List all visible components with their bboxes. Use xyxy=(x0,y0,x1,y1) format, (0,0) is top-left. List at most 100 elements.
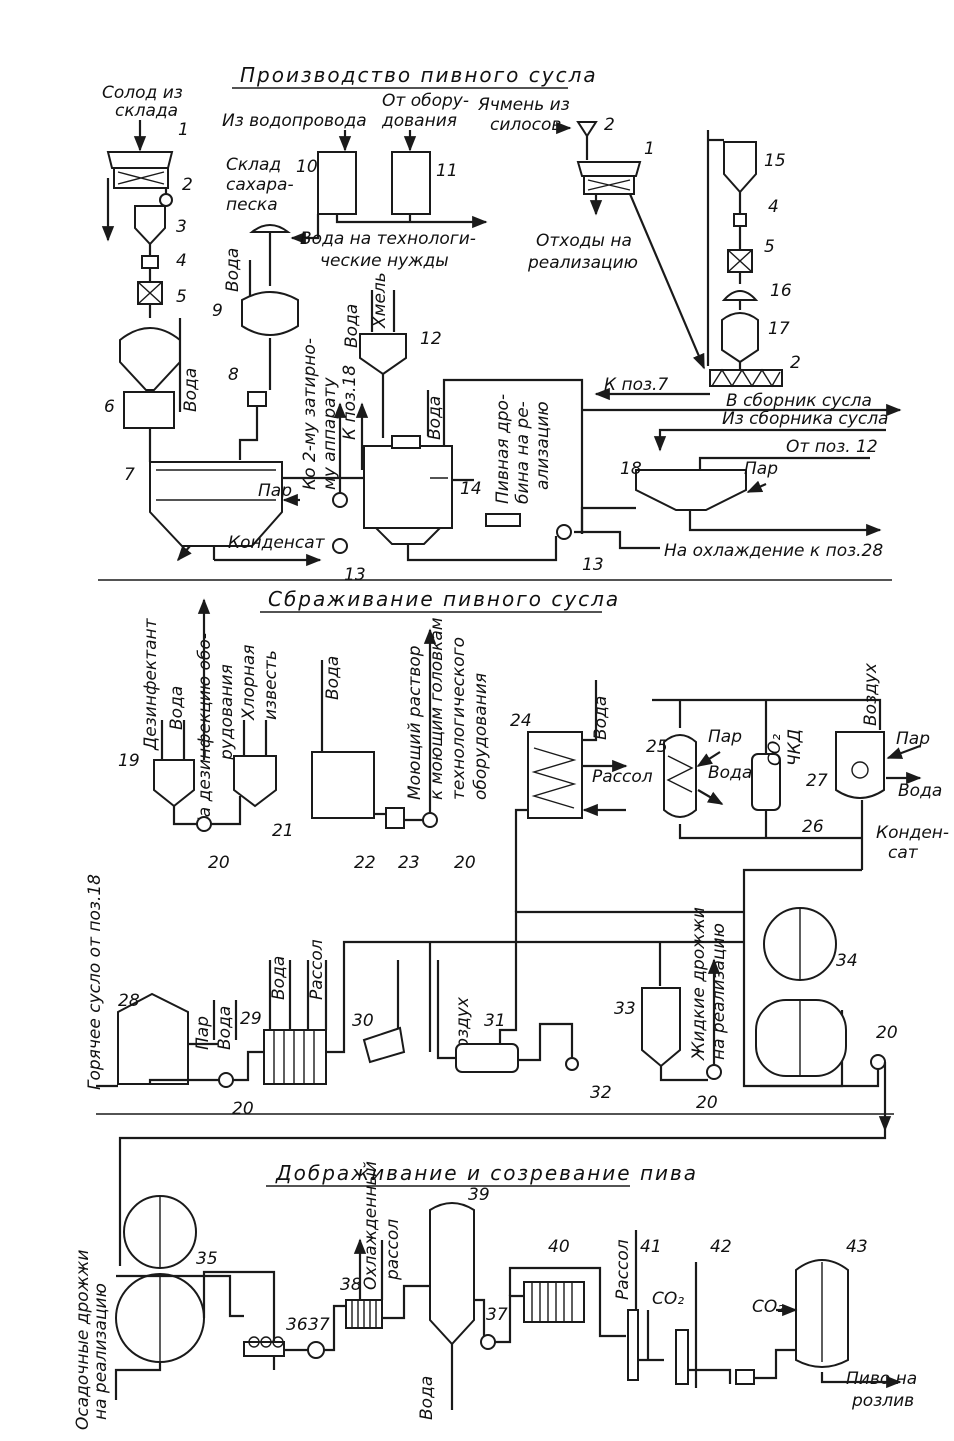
equipment-22-wash-tank xyxy=(311,751,375,819)
label-brine-29: Рассол xyxy=(307,939,327,1000)
number-15: 15 xyxy=(764,151,786,171)
equipment-7-mash-tun xyxy=(149,461,283,547)
label-to-pos-7: К поз.7 xyxy=(604,375,668,395)
number-31: 31 xyxy=(484,1011,506,1031)
equipment-1-crusher xyxy=(106,151,174,189)
label-washing-solution-4: оборудования xyxy=(471,673,491,800)
number-23: 23 xyxy=(398,853,420,873)
label-condensate-27-1: Конден- xyxy=(876,823,949,843)
section-maturation: Дображивание и созревание пива 35 Осадоч… xyxy=(73,1130,917,1430)
label-water-6: Вода xyxy=(181,368,201,412)
number-2-right: 2 xyxy=(604,115,615,135)
number-37-right: 37 xyxy=(486,1305,508,1325)
number-43: 43 xyxy=(846,1237,868,1257)
equipment-32-pump xyxy=(565,1057,579,1071)
label-steam-18: Пар xyxy=(744,459,778,479)
label-water-28: Вода xyxy=(215,1006,235,1050)
section-title-maturation: Дображивание и созревание пива xyxy=(275,1161,698,1185)
number-18: 18 xyxy=(620,459,642,479)
number-12: 12 xyxy=(420,329,442,349)
label-co2-41: СО₂ xyxy=(652,1289,684,1309)
equipment-1-crusher-right xyxy=(576,161,642,195)
number-33: 33 xyxy=(614,999,636,1019)
label-water-25: Вода xyxy=(708,763,752,783)
number-20-wash: 20 xyxy=(454,853,476,873)
equipment-grain-conveyor xyxy=(485,513,521,527)
section-fermentation: Сбраживание пивного сусла Дезинфектант В… xyxy=(85,587,949,1132)
number-14: 14 xyxy=(460,479,482,499)
number-1: 1 xyxy=(178,120,189,140)
label-steam-28: Пар xyxy=(193,1016,213,1050)
equipment-20-pump-33 xyxy=(706,1064,722,1080)
label-to-second-mash-2: му аппарату xyxy=(320,377,340,490)
equipment-19-disinfectant-tank xyxy=(153,759,195,808)
number-35: 35 xyxy=(196,1249,218,1269)
number-7: 7 xyxy=(124,465,135,485)
label-air-27: Воздух xyxy=(861,662,881,726)
equipment-2-separator xyxy=(159,193,173,207)
number-42: 42 xyxy=(710,1237,732,1257)
label-beer-bottling-1: Пиво на xyxy=(846,1369,917,1389)
number-40: 40 xyxy=(548,1237,570,1257)
label-hot-wort: Горячее сусло от поз.18 xyxy=(85,874,105,1090)
equipment-27-propagator xyxy=(835,731,885,799)
equipment-13-pump-left-lower xyxy=(332,538,348,554)
number-27: 27 xyxy=(806,771,828,791)
equipment-20-pump-34 xyxy=(870,1054,886,1070)
number-17: 17 xyxy=(768,319,790,339)
number-28: 28 xyxy=(118,991,140,1011)
label-steam-27: Пар xyxy=(896,729,930,749)
equipment-2-separator-right xyxy=(576,121,598,138)
equipment-20-pump-28 xyxy=(218,1072,234,1088)
label-bleach-2: известь xyxy=(261,650,281,720)
equipment-25-heat-exchanger xyxy=(663,734,697,818)
label-barley-from-silos-2: силосов xyxy=(490,115,561,135)
equipment-pump-42 xyxy=(735,1369,755,1385)
label-co2-43: СО₂ xyxy=(752,1297,784,1317)
equipment-41-carbonator xyxy=(627,1309,639,1381)
number-3: 3 xyxy=(176,217,187,237)
equipment-13-pump-right xyxy=(556,524,572,540)
number-13-left: 13 xyxy=(344,565,366,585)
equipment-30-separator xyxy=(362,1026,406,1064)
label-to-wort-collector: В сборник сусла xyxy=(726,391,872,411)
label-condensate-27-2: сат xyxy=(888,843,919,863)
number-34: 34 xyxy=(836,951,858,971)
number-38: 38 xyxy=(340,1275,362,1295)
label-spent-grain-3: ализацию xyxy=(533,401,553,490)
number-19: 19 xyxy=(118,751,140,771)
label-sugar-store-2: сахара- xyxy=(226,175,294,195)
equipment-24-water-cooler xyxy=(527,731,583,819)
label-process-water-2: ческие нужды xyxy=(320,251,449,271)
label-brine-41: Рассол xyxy=(613,1239,633,1300)
section-wort-production: Производство пивного сусла Солод из скла… xyxy=(98,63,902,585)
equipment-14-wort-kettle xyxy=(363,435,453,545)
number-21: 21 xyxy=(272,821,294,841)
label-water-27: Вода xyxy=(898,781,942,801)
number-20-34: 20 xyxy=(876,1023,898,1043)
label-sugar-store-1: Склад xyxy=(226,155,281,175)
label-liquid-yeast-1: Жидкие дрожжи xyxy=(689,907,709,1061)
label-water-14: Вода xyxy=(425,396,445,440)
number-24: 24 xyxy=(510,711,532,731)
label-sediment-yeast-1: Осадочные дрожжи xyxy=(73,1250,93,1430)
section-title-wort: Производство пивного сусла xyxy=(240,63,598,87)
equipment-13-pump-left xyxy=(332,492,348,508)
number-11: 11 xyxy=(436,161,458,181)
label-bleach-1: Хлорная xyxy=(239,645,259,721)
number-25: 25 xyxy=(646,737,668,757)
equipment-16-mill xyxy=(721,290,759,301)
label-washing-solution-3: технологического xyxy=(449,637,469,800)
number-32: 32 xyxy=(590,1083,612,1103)
label-water-22: Вода xyxy=(323,656,343,700)
equipment-37-pump-left xyxy=(307,1341,325,1359)
label-water-29: Вода xyxy=(269,956,289,1000)
equipment-4-scale xyxy=(141,255,159,269)
number-36: 36 xyxy=(286,1315,308,1335)
number-4: 4 xyxy=(176,251,187,271)
label-spent-grain-1: Пивная дро- xyxy=(493,394,513,504)
label-malt-from-store-1: Солод из xyxy=(102,83,183,103)
label-waste-sale-1: Отходы на xyxy=(536,231,632,251)
equipment-20-pump-wash xyxy=(422,812,438,828)
equipment-20-pump-cip xyxy=(196,816,212,832)
